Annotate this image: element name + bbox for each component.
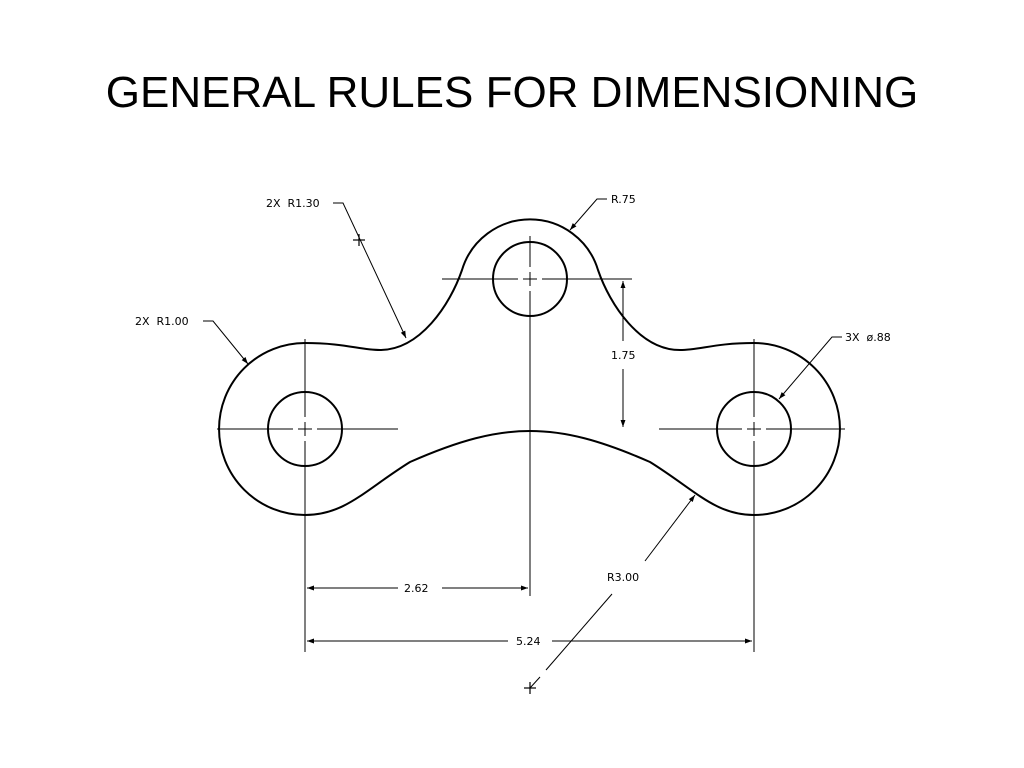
slide-title: GENERAL RULES FOR DIMENSIONING [105, 68, 919, 117]
dimension-vertical-offset: 1.75 [611, 349, 636, 362]
callout-end-arc-radius: 2X R1.00 [135, 315, 189, 328]
arc-center-marks [353, 234, 536, 694]
part-outline [218, 218, 841, 517]
callout-bottom-arc-radius: R3.00 [607, 571, 639, 584]
callout-top-arc-radius: R.75 [611, 193, 636, 206]
dimension-full-span: 5.24 [516, 635, 541, 648]
leader-lines [203, 198, 842, 689]
center-lines [217, 236, 845, 652]
callout-concave-arc-radius: 2X R1.30 [266, 197, 320, 210]
callout-hole-diameter: 3X ø.88 [845, 331, 891, 344]
dimension-half-span: 2.62 [404, 582, 429, 595]
dimension-lines [307, 281, 752, 644]
